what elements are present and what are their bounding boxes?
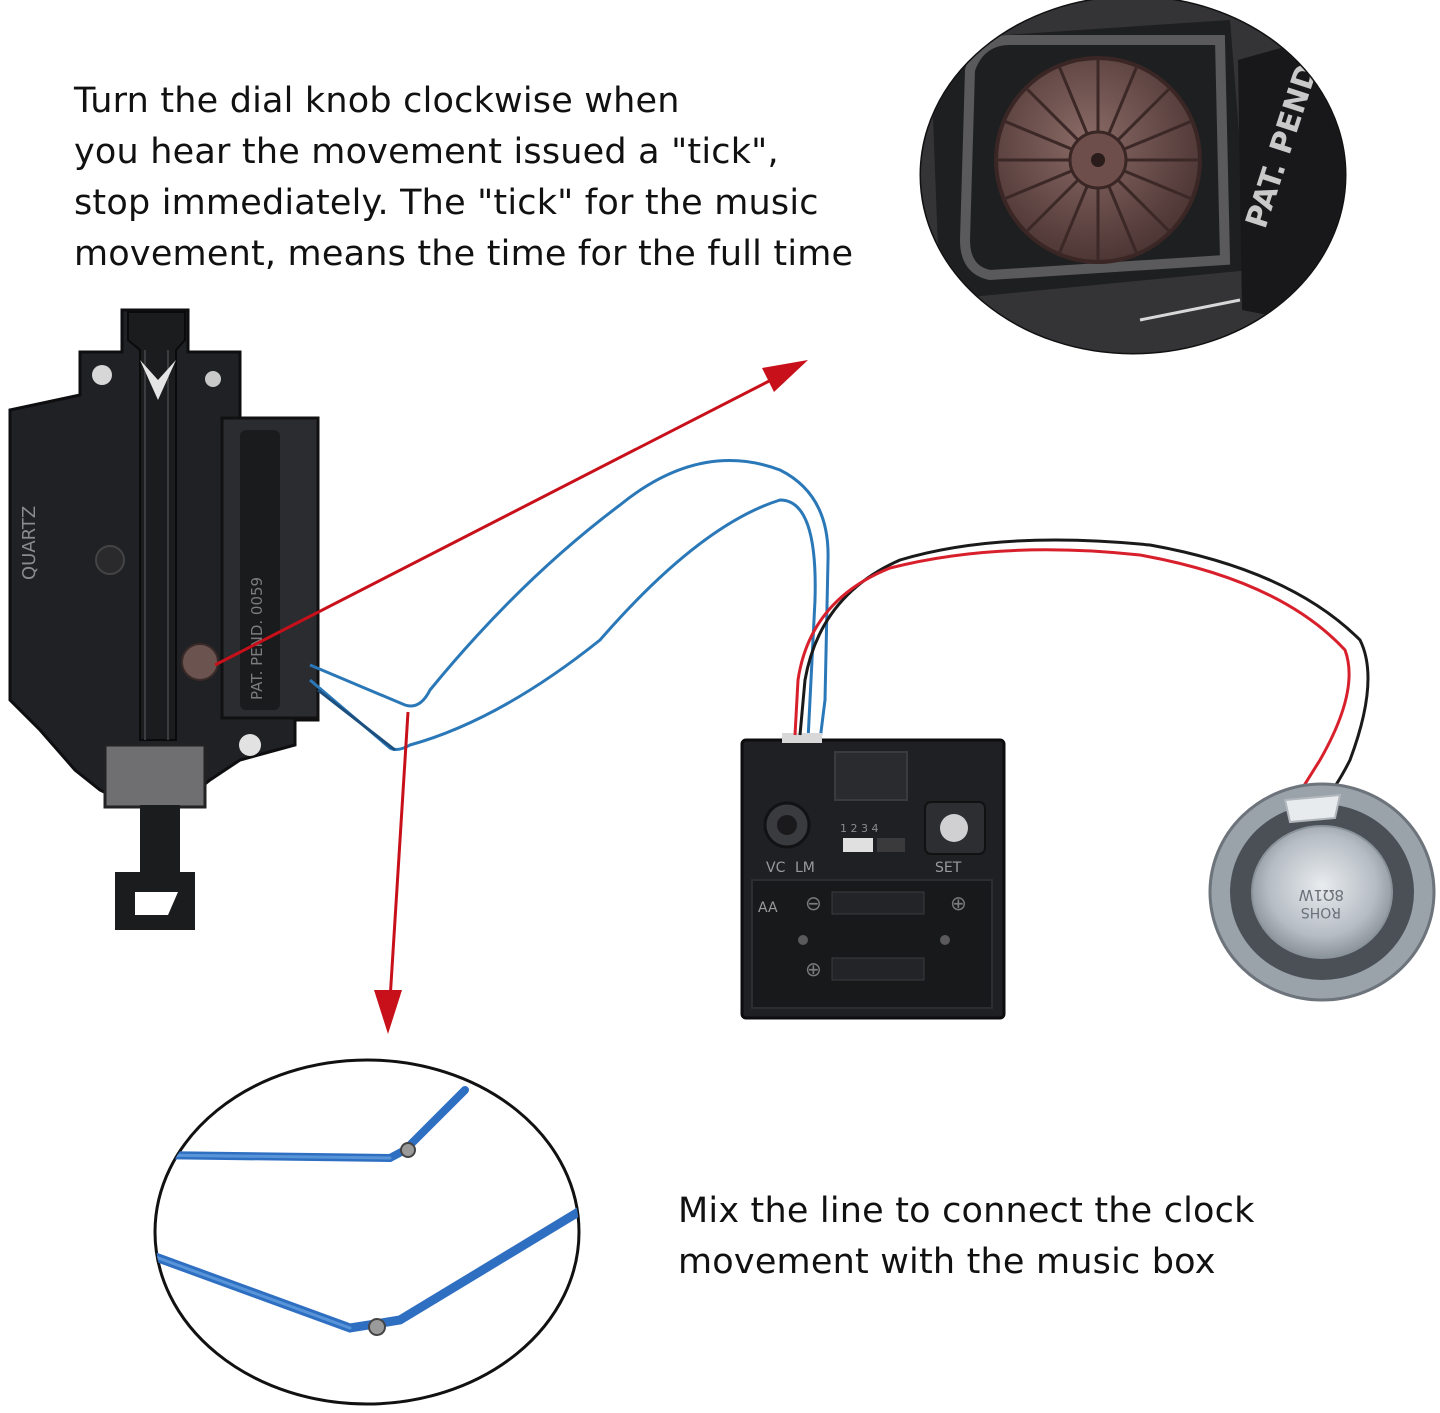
aa-label: AA	[758, 900, 778, 916]
instruction-caption-top: Turn the dial knob clockwise when you he…	[74, 76, 853, 280]
clock-brand-text: QUARTZ	[19, 506, 40, 580]
svg-text:⊕: ⊕	[950, 891, 967, 915]
speaker-wires	[793, 538, 1370, 807]
set-label: SET	[935, 860, 962, 876]
lm-label: LM	[795, 860, 815, 876]
dial-knob-small	[181, 643, 219, 681]
clock-patent-text: PAT. PEND. 0059	[248, 577, 266, 700]
instruction-caption-bottom: Mix the line to connect the clock moveme…	[678, 1186, 1255, 1288]
dip-switch-label: 1 2 3 4	[840, 822, 878, 835]
caption-line: you hear the movement issued a "tick",	[74, 132, 779, 172]
vc-label: VC	[766, 860, 786, 876]
caption-line: movement, means the time for the full ti…	[74, 234, 854, 274]
caption-line: movement with the music box	[678, 1242, 1216, 1282]
caption-line: Mix the line to connect the clock	[678, 1191, 1255, 1231]
wire-splice-zoom	[153, 1058, 581, 1406]
dial-knob-zoom: PAT. PEND.	[919, 0, 1347, 355]
svg-text:⊖: ⊖	[805, 891, 822, 915]
speaker: 8Ω1W ROHS	[1208, 782, 1436, 1002]
svg-text:⊕: ⊕	[805, 957, 822, 981]
arrow-to-wire-zoom	[388, 711, 410, 1001]
music-box: 1 2 3 4 VC LM SET ⊕ ⊖ ⊕ AA	[740, 733, 1006, 1020]
arrow-to-dial-zoom	[214, 376, 776, 667]
speaker-rating-text: 8Ω1W	[1298, 886, 1344, 904]
blue-wires	[309, 459, 830, 752]
arrowhead-up	[762, 360, 808, 392]
clock-movement: QUARTZ PAT. PEND. 0059	[8, 308, 320, 930]
caption-line: Turn the dial knob clockwise when	[74, 81, 680, 121]
speaker-rohs-text: ROHS	[1301, 904, 1341, 920]
dial-knob	[994, 56, 1202, 264]
caption-line: stop immediately. The "tick" for the mus…	[74, 183, 819, 223]
arrowhead-down	[374, 990, 402, 1034]
pointer-arrows	[214, 360, 808, 1034]
